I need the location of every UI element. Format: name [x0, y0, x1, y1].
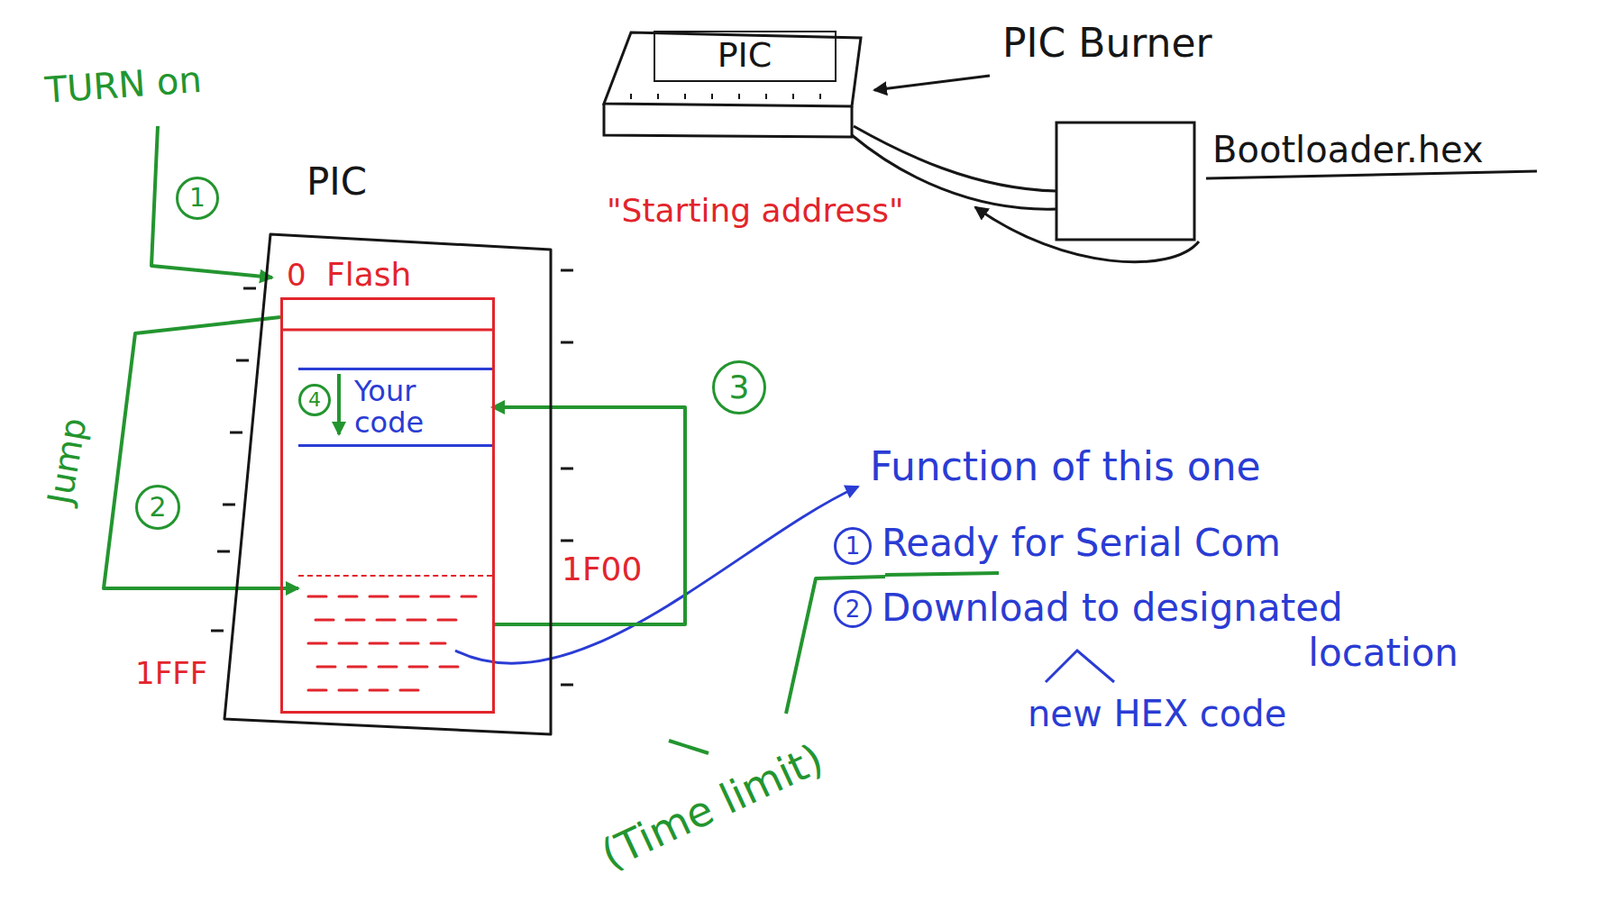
note-heading: Function of this one [869, 443, 1262, 492]
chip-pin [560, 341, 574, 345]
time-limit-note: (Time limit) [594, 733, 832, 880]
chip-pin [243, 287, 256, 291]
note-text: Download to designated location [881, 585, 1459, 677]
burner-pins [630, 93, 821, 100]
chip-pin [560, 269, 574, 273]
download-arrow [975, 207, 1199, 263]
bootloader-region: 1F00 [298, 575, 493, 711]
pointer-arrow [874, 75, 990, 91]
chip-outline [220, 229, 559, 744]
chip-pin [222, 503, 236, 507]
chip-label: PIC [717, 35, 773, 77]
chip-outline [224, 234, 551, 735]
chip-pin [560, 467, 574, 471]
chip-pin [560, 539, 574, 543]
note-text: "Starting address" [606, 191, 905, 230]
bootloader-code [308, 596, 476, 691]
callout-number: 1 [175, 176, 220, 220]
chip-heading: PIC [306, 159, 367, 205]
memory-heading: Flash [326, 255, 412, 294]
pic-chip: PICFlashYour code1F00 [220, 229, 559, 744]
power-on-note: TURN on [43, 57, 203, 112]
chip-pin [236, 359, 249, 363]
flow-arrow [103, 317, 299, 589]
callout-number: 3 [712, 360, 767, 415]
region-label: Your code [354, 375, 481, 439]
code-dashes [308, 595, 476, 599]
code-dashes [308, 689, 419, 693]
chip-socket: PIC [653, 30, 837, 83]
execution-arrow [337, 374, 341, 435]
chip-pin [229, 431, 243, 435]
underline [1206, 171, 1537, 179]
leader-line [455, 486, 859, 664]
reset-vector-line [282, 329, 494, 332]
chip-pin [217, 550, 230, 554]
list-number: 2 [833, 590, 872, 629]
underline [885, 573, 999, 576]
burner-body [603, 32, 861, 107]
computer-box [1056, 122, 1195, 240]
note-text: new HEX code [1027, 692, 1287, 736]
flow-arrow [492, 407, 686, 625]
address-label: 0 [286, 256, 307, 294]
code-dashes [317, 666, 458, 669]
address-label: 1F00 [561, 549, 642, 589]
callout-number: 4 [298, 384, 331, 417]
edge-label: Jump [39, 414, 96, 508]
insert-caret [1045, 650, 1115, 683]
flash-memory: FlashYour code1F00 [280, 297, 495, 714]
chip-pin [210, 630, 224, 633]
address-label: 1FFF [135, 655, 208, 693]
device-label: PIC Burner [1002, 19, 1213, 68]
note-line [786, 576, 886, 714]
callout-number: 2 [135, 484, 181, 531]
chip-pin [560, 684, 574, 687]
user-code-region: Your code [298, 367, 493, 448]
file-label: Bootloader.hex [1212, 128, 1484, 172]
code-dashes [315, 619, 457, 622]
note-text: Ready for Serial Com [881, 521, 1281, 567]
power-on-arrow [151, 126, 273, 278]
stroke-mark [668, 740, 709, 754]
list-number: 1 [833, 527, 872, 566]
code-dashes [308, 642, 446, 646]
burner-front [603, 103, 852, 138]
